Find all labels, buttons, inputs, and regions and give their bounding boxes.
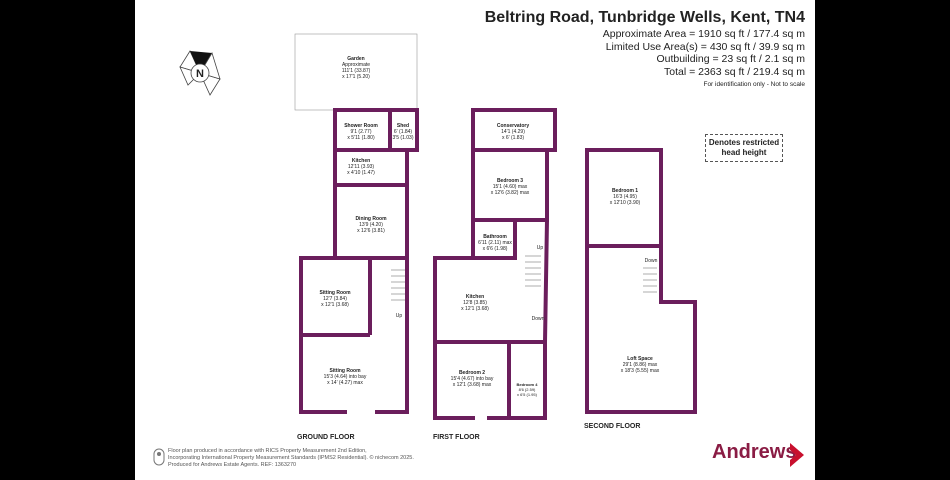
kitchen-g-label: Kitchen <box>352 158 370 164</box>
sitting1-dim2: x 12'1 (3.68) <box>321 302 349 308</box>
sitting1-label: Sitting Room <box>319 290 351 296</box>
andrews-logo: Andrews <box>712 441 797 463</box>
conservatory-label: Conservatory <box>497 123 529 129</box>
loft-walls <box>585 246 697 414</box>
footer-notes: Floor plan produced in accordance with R… <box>168 448 468 469</box>
bedroom2-label: Bedroom 2 <box>459 370 485 376</box>
bedroom3-label: Bedroom 3 <box>497 178 523 184</box>
bathroom-dim1: 6'11 (2.11) max <box>478 240 512 246</box>
shed-dim2: 3'5 (1.03) <box>393 135 414 141</box>
first-floor-label: FIRST FLOOR <box>433 434 480 441</box>
stair-up-ground: Up <box>396 313 403 319</box>
floor-plan-drawing: Garden Approximate 111'1 (33.87) x 17'1 … <box>294 33 697 420</box>
shower-dim1: 9'1 (2.77) <box>351 129 372 135</box>
ground-floor-label: GROUND FLOOR <box>297 434 355 441</box>
bedroom4-dim2: x 6'5 (1.95) <box>517 392 538 397</box>
rics-logo-icon <box>153 448 165 466</box>
area-total: Total = 2363 sq ft / 219.4 sq m <box>664 65 805 78</box>
left-letterbox <box>0 0 135 480</box>
conservatory-dim1: 14'1 (4.29) <box>501 129 525 135</box>
area-limited: Limited Use Area(s) = 430 sq ft / 39.9 s… <box>605 40 805 53</box>
kitchen-g-dim1: 12'11 (3.93) <box>348 164 374 170</box>
bathroom-label: Bathroom <box>483 234 507 240</box>
bedroom3-dim2: x 12'6 (3.82) max <box>491 190 530 196</box>
dining-label: Dining Room <box>355 216 387 222</box>
first-left-walls <box>433 256 515 420</box>
shower-label: Shower Room <box>344 123 378 129</box>
garden-dim2: x 17'1 (5.20) <box>342 74 370 80</box>
stair-down-second: Down <box>645 258 658 264</box>
right-letterbox <box>815 0 950 480</box>
restricted-height-legend: Denotes restricted head height <box>705 134 783 162</box>
shed-dim1: 6' (1.84) <box>394 129 413 135</box>
first-right-walls <box>487 219 549 420</box>
bedroom4-dim1: 8'6 (2.59) <box>519 387 536 392</box>
loft-label: Loft Space <box>627 356 653 362</box>
ground-right-walls <box>375 185 409 414</box>
sitting1-dim1: 12'7 (3.84) <box>323 296 347 302</box>
stair-down-first: Down <box>532 316 545 322</box>
second-floor-label: SECOND FLOOR <box>584 423 641 430</box>
loft-dim2: x 18'3 (5.55) max <box>621 368 660 374</box>
garden-dim1: 111'1 (33.87) <box>342 68 371 74</box>
bedroom2-dim2: x 12'1 (3.68) max <box>453 382 492 388</box>
ground-left-walls <box>299 185 347 414</box>
sitting2-dim2: x 14' (4.27) max <box>327 380 363 386</box>
kitchen-f-dim1: 12'8 (3.85) <box>463 300 487 306</box>
bedroom1-label: Bedroom 1 <box>612 188 638 194</box>
conservatory-dim2: x 6' (1.83) <box>502 135 524 141</box>
bedroom3-dim1: 15'1 (4.60) max <box>493 184 528 190</box>
andrews-arrow-icon <box>790 443 804 467</box>
kitchen-f-label: Kitchen <box>466 294 484 300</box>
shed-label: Shed <box>397 123 409 129</box>
footer-line-3: Produced for Andrews Estate Agents. REF:… <box>168 462 297 468</box>
property-title: Beltring Road, Tunbridge Wells, Kent, TN… <box>484 9 805 26</box>
floorplan-sheet: Beltring Road, Tunbridge Wells, Kent, TN… <box>135 0 815 480</box>
shower-dim2: x 5'11 (1.80) <box>347 135 375 141</box>
bedroom4-label: Bedroom 4 <box>517 382 539 387</box>
shed-walls <box>388 108 419 152</box>
dining-dim1: 13'9 (4.20) <box>359 222 383 228</box>
bedroom1-walls <box>585 148 663 248</box>
bathroom-dim2: x 6'6 (1.98) <box>483 246 508 252</box>
compass-letter: N <box>196 68 204 80</box>
compass-icon: N <box>179 50 221 96</box>
area-outbuilding: Outbuilding = 23 sq ft / 2.1 sq m <box>656 53 805 65</box>
footer-line-1: Floor plan produced in accordance with R… <box>168 448 367 454</box>
bedroom1-dim1: 16'3 (4.95) <box>613 194 637 200</box>
header-block: Beltring Road, Tunbridge Wells, Kent, TN… <box>445 8 805 88</box>
sitting2-dim1: 15'3 (4.64) into bay <box>324 374 367 380</box>
bedroom2-dim1: 15'4 (4.67) into bay <box>451 376 494 382</box>
footer-line-2: Incorporating International Property Mea… <box>168 455 414 461</box>
garden-dim0: Approximate <box>342 62 370 68</box>
bedroom1-dim2: x 12'10 (3.90) <box>610 200 641 206</box>
scale-note: For identification only - Not to scale <box>703 81 805 88</box>
sitting2-label: Sitting Room <box>329 368 361 374</box>
loft-dim1: 29'1 (8.86) max <box>623 362 658 368</box>
garden-label: Garden <box>347 56 365 62</box>
dining-dim2: x 12'6 (3.81) <box>357 228 385 234</box>
area-approx: Approximate Area = 1910 sq ft / 177.4 sq… <box>602 28 805 40</box>
stair-up-first: Up <box>537 245 544 251</box>
kitchen-f-dim2: x 12'1 (3.68) <box>461 306 489 312</box>
kitchen-g-dim2: x 4'10 (1.47) <box>347 170 375 176</box>
